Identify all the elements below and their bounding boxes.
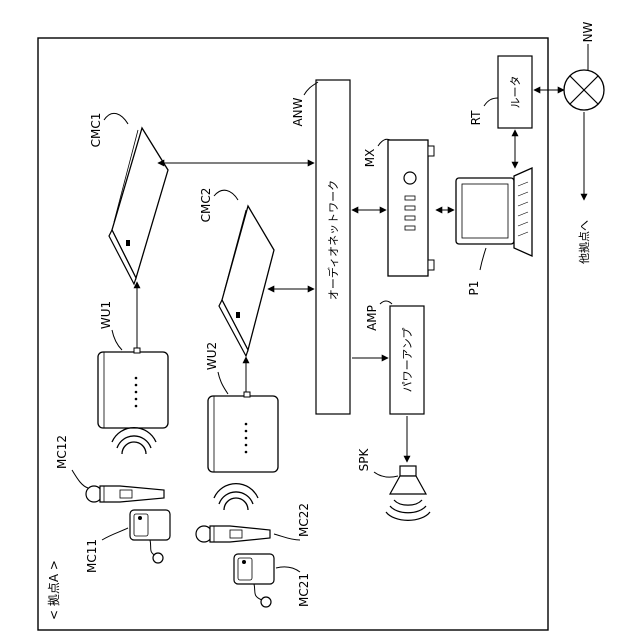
mc22-handheld-mic (196, 526, 270, 542)
mc21-label: MC21 (297, 573, 311, 607)
mx-label: MX (363, 149, 377, 168)
spk-leader (374, 472, 398, 477)
spk-speaker (386, 466, 430, 520)
wireless-waves-wu2 (214, 484, 258, 510)
cmc1-leader (104, 113, 128, 124)
other-sites-label: 他拠点へ (578, 220, 591, 264)
wu1-leader (112, 330, 122, 350)
mc11-leader (102, 528, 128, 540)
mc12-label: MC12 (55, 435, 69, 469)
amp-text: パワーアンプ (401, 328, 414, 393)
wu1-label: WU1 (99, 301, 113, 329)
amp-label: AMP (365, 305, 379, 331)
rt-text: ルータ (509, 76, 522, 109)
wu2-device (208, 392, 278, 472)
p1-laptop (456, 168, 532, 256)
rt-leader (484, 98, 498, 106)
anw-label: ANW (291, 97, 305, 126)
rt-label: RT (469, 110, 483, 125)
p1-leader (480, 248, 486, 270)
mc21-leader (276, 567, 300, 572)
mc11-label: MC11 (85, 539, 99, 573)
p1-label: P1 (467, 281, 481, 296)
cmc1-label: CMC1 (89, 113, 103, 148)
spk-label: SPK (357, 448, 371, 472)
mc12-leader (72, 470, 88, 488)
cmc1-device (109, 128, 168, 284)
wu1-device (98, 348, 168, 428)
site-label: < 拠点A > (47, 560, 61, 620)
mc21-bodypack-mic (234, 554, 274, 607)
audio-network-text: オーディオネットワーク (326, 180, 340, 300)
amp-leader (380, 301, 392, 304)
wu2-leader (218, 372, 228, 394)
mx-mixer (388, 140, 434, 276)
wireless-waves-wu1 (112, 428, 156, 454)
mc22-label: MC22 (297, 503, 311, 537)
cmc2-device (219, 206, 274, 356)
nw-label: NW (581, 21, 595, 42)
mc11-bodypack-mic (130, 510, 170, 563)
wu2-label: WU2 (205, 342, 219, 370)
nw-network (564, 70, 604, 110)
cmc2-leader (214, 190, 238, 200)
mc12-handheld-mic (86, 486, 164, 502)
cmc2-label: CMC2 (199, 188, 213, 223)
